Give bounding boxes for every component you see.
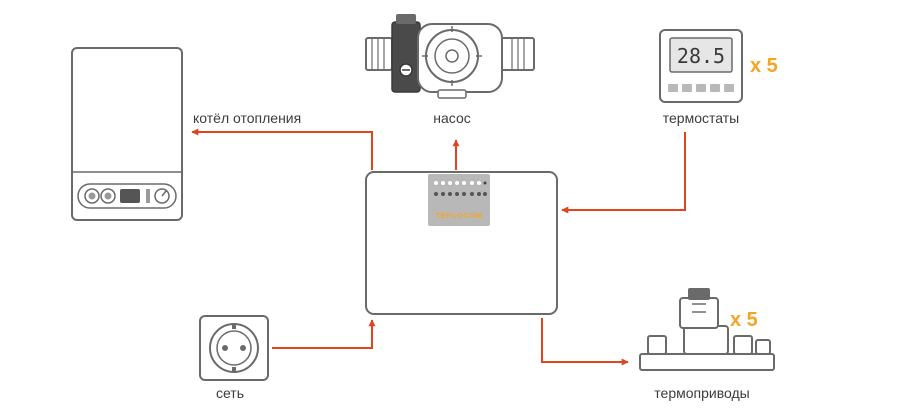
arrow-from-thermostats — [561, 132, 686, 214]
arrow-from-socket — [272, 319, 376, 349]
controller-brand-logo: TEPLOCOM — [435, 211, 482, 220]
controller-indicator-icons — [434, 181, 487, 185]
arrow-to-boiler — [191, 128, 373, 170]
actuator-device — [639, 288, 775, 371]
connection-arrows — [191, 128, 686, 366]
boiler-device — [71, 47, 183, 221]
controller-led-row — [434, 192, 487, 196]
actuators-label: термоприводы — [654, 385, 749, 401]
boiler-label: котёл отопления — [193, 110, 301, 126]
controller-device: TEPLOCOM — [365, 171, 558, 315]
thermostat-display-value: 28.5 — [677, 44, 725, 68]
power-socket-device — [199, 315, 269, 381]
pump-label: насос — [433, 110, 470, 126]
thermostat-multiplier: x 5 — [750, 55, 778, 77]
thermostats-label: термостаты — [663, 110, 739, 126]
arrow-to-actuators — [541, 318, 629, 366]
pump-device — [365, 14, 535, 99]
controller-panel — [428, 174, 490, 226]
thermostat-device: 28.5 — [659, 29, 743, 103]
actuator-multiplier: x 5 — [730, 309, 758, 331]
socket-label: сеть — [216, 385, 244, 401]
